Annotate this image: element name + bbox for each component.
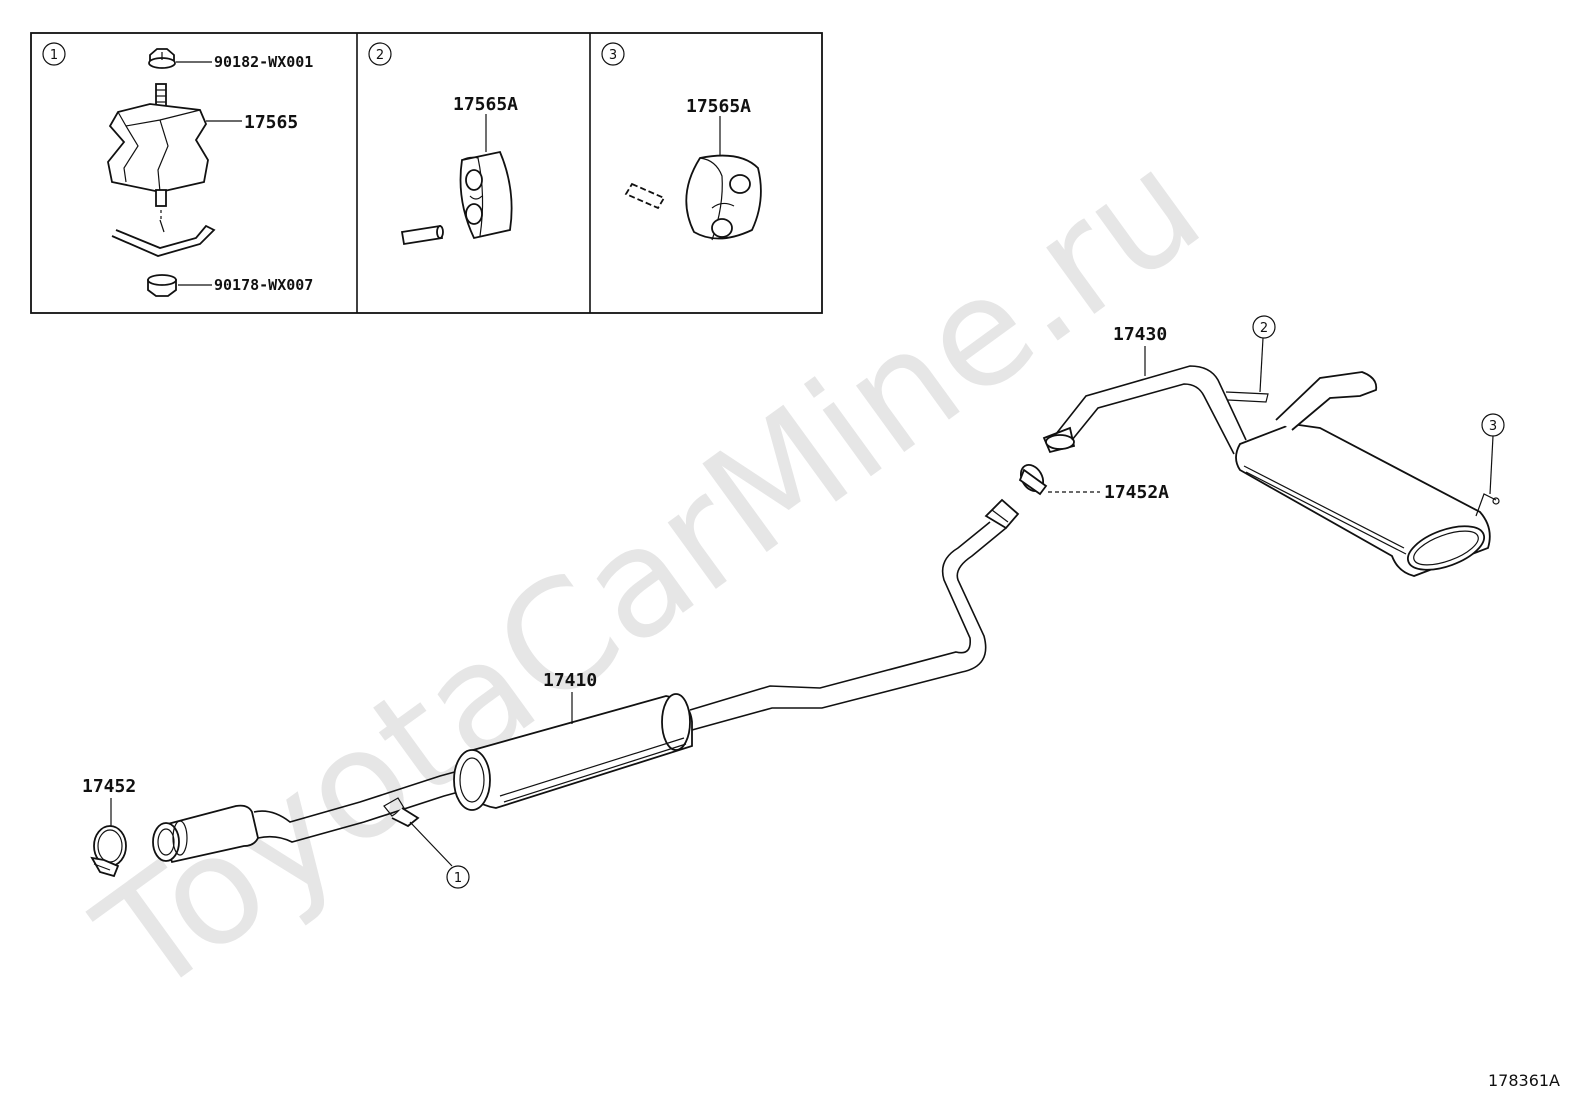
- panel-1[interactable]: 1 90182-WX001 17565: [42, 42, 313, 297]
- callout-1-circle: [446, 865, 470, 889]
- part-tail-pipe[interactable]: 17430: [1042, 324, 1500, 579]
- leader-callout-1: [409, 821, 453, 867]
- callout-1[interactable]: 1: [409, 821, 470, 889]
- part-center-pipe[interactable]: 17410: [152, 498, 1020, 864]
- nut-bottom-icon: [147, 274, 177, 297]
- panel-3[interactable]: 3 17565A: [601, 42, 762, 241]
- label-center-pipe: 17410: [543, 670, 597, 691]
- callout-3[interactable]: 3: [1481, 413, 1505, 495]
- callout-3-number: 3: [1489, 419, 1497, 434]
- label-gasket: 17452A: [1104, 482, 1169, 503]
- callout-2[interactable]: 2: [1252, 315, 1276, 393]
- panel-2-number-circle: [368, 42, 392, 66]
- panel-2[interactable]: 2 17565A: [368, 42, 518, 246]
- label-nut-top: 90182-WX001: [214, 53, 313, 71]
- figure-reference: 178361A: [1488, 1071, 1560, 1090]
- part-gasket[interactable]: 17452A: [1016, 461, 1169, 503]
- band-clamp-icon: [90, 825, 127, 878]
- leader-callout-3: [1489, 435, 1494, 495]
- label-hanger-2: 17565A: [453, 94, 518, 115]
- rubber-hanger-icon: [459, 150, 513, 240]
- label-nut-bottom: 90178-WX007: [214, 276, 313, 294]
- nut-top-icon: [148, 48, 176, 69]
- leader-callout-2: [1259, 337, 1264, 393]
- bracket-icon: [111, 210, 216, 257]
- callout-2-circle: [1252, 315, 1276, 339]
- label-hanger-3: 17565A: [686, 96, 751, 117]
- hanger-pin-icon: [400, 224, 444, 246]
- label-clamp: 17452: [82, 776, 136, 797]
- label-mount: 17565: [244, 112, 298, 133]
- callout-3-circle: [1481, 413, 1505, 437]
- panel-1-number: 1: [50, 48, 58, 63]
- gasket-icon: [1018, 463, 1048, 496]
- rubber-hanger-icon: [685, 154, 762, 241]
- panel-2-number: 2: [376, 48, 384, 63]
- label-tail-pipe: 17430: [1113, 324, 1167, 345]
- part-clamp[interactable]: 17452: [82, 776, 136, 878]
- panel-1-number-circle: [42, 42, 66, 66]
- callout-1-number: 1: [454, 871, 462, 886]
- callout-2-number: 2: [1260, 321, 1268, 336]
- panel-3-number-circle: [601, 42, 625, 66]
- mount-block-icon: [107, 83, 209, 207]
- hanger-pin-icon: [624, 182, 666, 210]
- panel-3-number: 3: [609, 48, 617, 63]
